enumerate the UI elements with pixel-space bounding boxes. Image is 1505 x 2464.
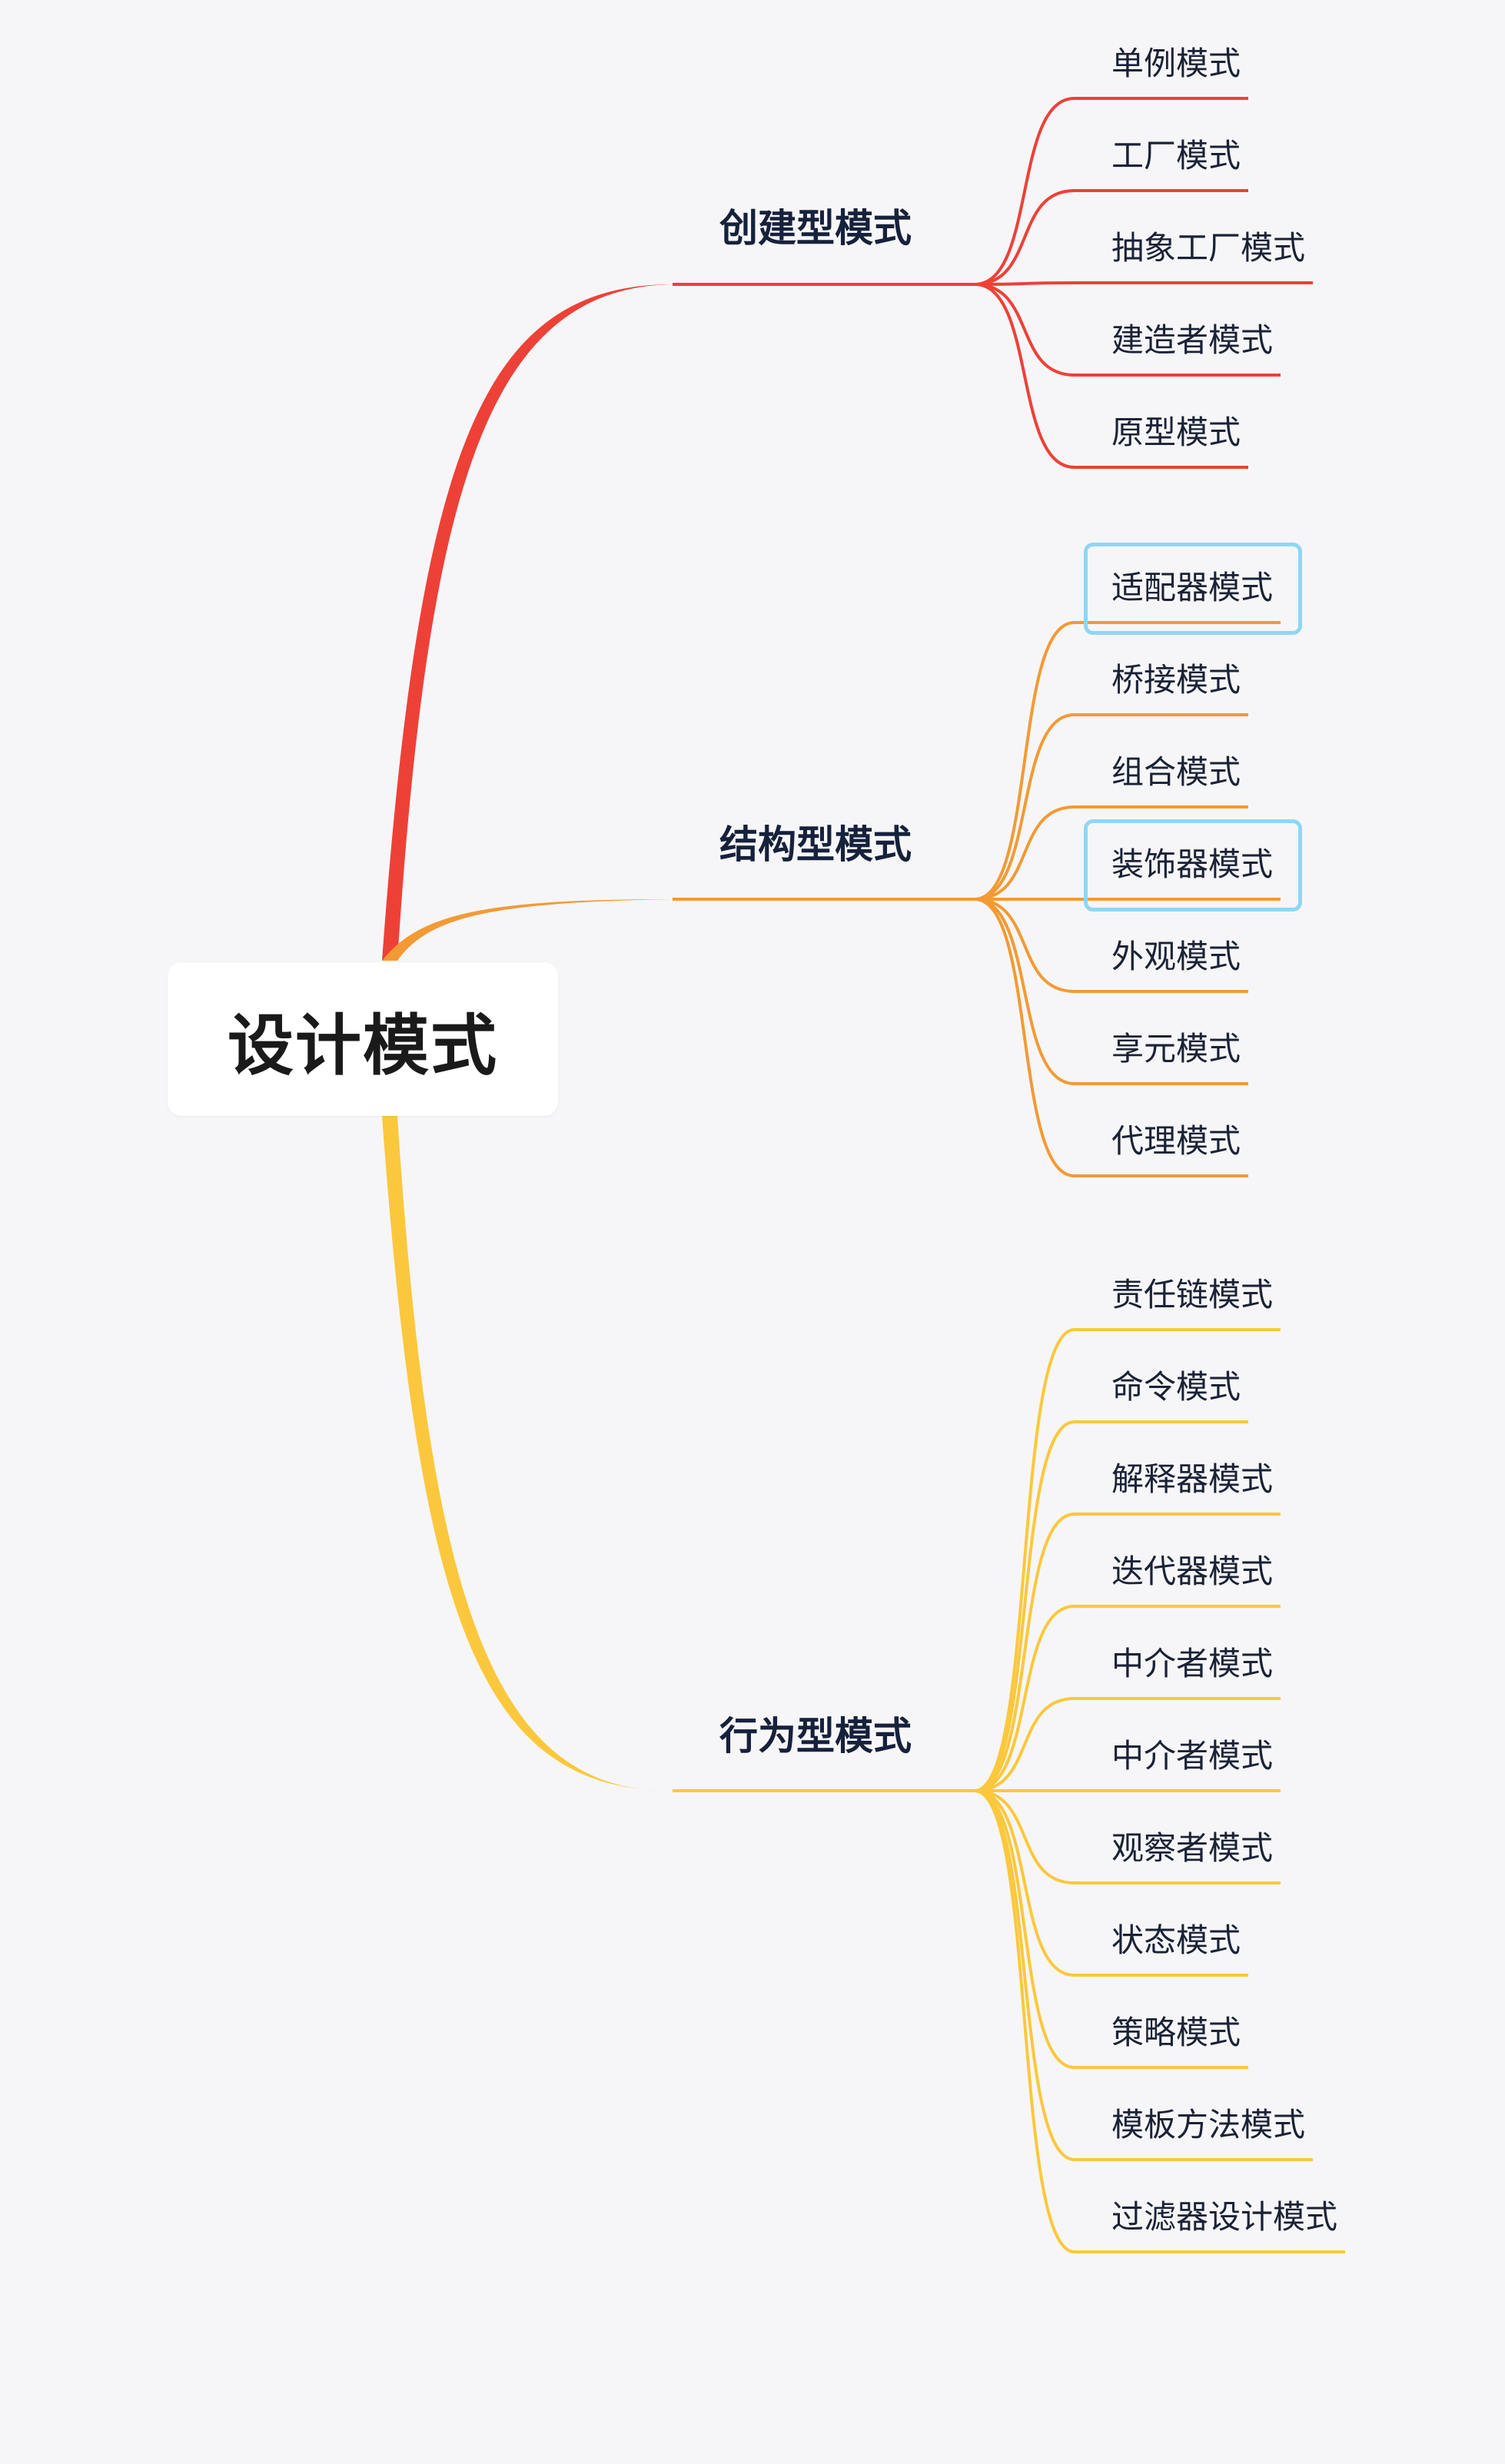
branch-label[interactable]: 创建型模式 [719, 206, 912, 251]
branch-connector [382, 284, 673, 961]
root-node[interactable]: 设计模式 [168, 962, 558, 1116]
branch-connector [382, 1116, 673, 1792]
leaf-label[interactable]: 策略模式 [1111, 2014, 1241, 2051]
leaf-label[interactable]: 解释器模式 [1111, 1460, 1274, 1498]
leaf-label[interactable]: 外观模式 [1111, 938, 1241, 975]
leaf-connector [974, 281, 1075, 286]
leaf-label[interactable]: 享元模式 [1111, 1030, 1241, 1068]
leaf-connector [974, 713, 1075, 901]
leaf-label[interactable]: 单例模式 [1111, 45, 1241, 82]
leaf-label[interactable]: 过滤器设计模式 [1111, 2198, 1338, 2236]
leaf-connector [974, 1789, 1075, 2069]
leaf-label[interactable]: 中介者模式 [1111, 1737, 1274, 1775]
leaf-label[interactable]: 工厂模式 [1111, 137, 1241, 174]
leaf-label[interactable]: 命令模式 [1111, 1368, 1241, 1406]
leaf-connector [974, 97, 1075, 286]
leaf-connector [974, 1789, 1075, 1885]
leaf-label[interactable]: 原型模式 [1111, 413, 1241, 451]
leaf-label[interactable]: 迭代器模式 [1111, 1552, 1274, 1590]
leaf-connector [974, 1513, 1075, 1792]
root-label: 设计模式 [228, 1007, 498, 1084]
leaf-connector [974, 898, 1075, 993]
leaf-label[interactable]: 中介者模式 [1111, 1645, 1274, 1682]
leaf-connector [974, 283, 1075, 377]
leaf-label[interactable]: 组合模式 [1111, 753, 1241, 791]
leaf-label[interactable]: 模板方法模式 [1111, 2106, 1306, 2144]
leaf-connector [974, 189, 1075, 286]
leaf-connector [974, 1420, 1075, 1792]
leaf-connector [974, 1789, 1075, 2253]
leaf-label[interactable]: 桥接模式 [1111, 661, 1241, 699]
leaf-label[interactable]: 状态模式 [1111, 1921, 1241, 1959]
leaf-label[interactable]: 装饰器模式 [1111, 845, 1274, 883]
highlight-frame [1084, 543, 1302, 635]
leaf-connector [974, 1605, 1075, 1792]
leaf-connector [974, 1789, 1075, 2161]
leaf-connector [974, 1789, 1075, 1977]
leaf-connector [974, 1328, 1075, 1792]
leaf-connector [974, 1697, 1075, 1792]
leaf-connector [974, 805, 1075, 901]
highlight-frame [1084, 819, 1302, 912]
leaf-label[interactable]: 适配器模式 [1111, 569, 1274, 606]
leaf-label[interactable]: 建造者模式 [1111, 321, 1274, 359]
leaf-connector [974, 621, 1075, 901]
leaf-label[interactable]: 责任链模式 [1111, 1276, 1274, 1313]
branch-connector [382, 899, 673, 961]
branch-label[interactable]: 结构型模式 [719, 822, 912, 867]
leaf-label[interactable]: 代理模式 [1111, 1122, 1241, 1160]
leaf-connector [974, 283, 1075, 469]
leaf-connector [974, 898, 1075, 1085]
leaf-label[interactable]: 抽象工厂模式 [1111, 229, 1306, 267]
leaf-connector [974, 898, 1075, 1177]
leaf-label[interactable]: 观察者模式 [1111, 1829, 1274, 1867]
branch-label[interactable]: 行为型模式 [719, 1714, 912, 1758]
